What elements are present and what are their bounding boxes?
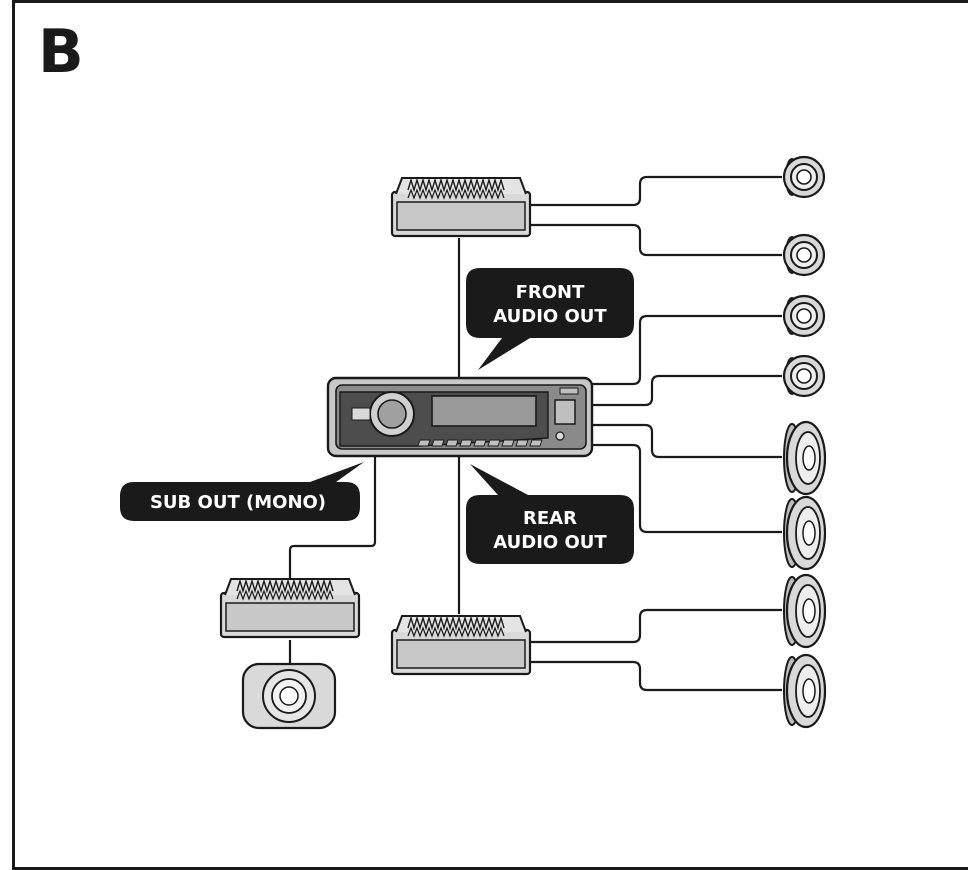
- oval-speaker-icon: [782, 420, 827, 496]
- amplifier-front: [390, 176, 532, 238]
- callout-front-line1: FRONT: [516, 282, 586, 303]
- amplifier-rear: [390, 614, 532, 676]
- tweeter-icon: [782, 354, 826, 398]
- head-unit-icon: [326, 376, 594, 458]
- callout-rear-audio-out: REAR AUDIO OUT: [466, 464, 634, 564]
- tweeter-icon: [782, 294, 826, 338]
- wiring: [288, 175, 782, 692]
- callout-sub-out: SUB OUT (MONO): [120, 462, 364, 521]
- tweeter-icon: [782, 155, 826, 199]
- oval-speaker-icon: [782, 495, 827, 571]
- section-label: B: [38, 17, 84, 87]
- callout-rear-line2: AUDIO OUT: [493, 532, 607, 553]
- tweeter-icon: [782, 233, 826, 277]
- amplifier-sub: [219, 577, 361, 639]
- subwoofer-icon: [241, 662, 337, 730]
- callout-sub-text: SUB OUT (MONO): [150, 492, 326, 513]
- oval-speaker-icon: [782, 573, 827, 649]
- callout-rear-line1: REAR: [523, 508, 577, 529]
- callout-front-line2: AUDIO OUT: [493, 306, 607, 327]
- oval-speaker-icon: [782, 653, 827, 729]
- callout-front-audio-out: FRONT AUDIO OUT: [466, 268, 634, 370]
